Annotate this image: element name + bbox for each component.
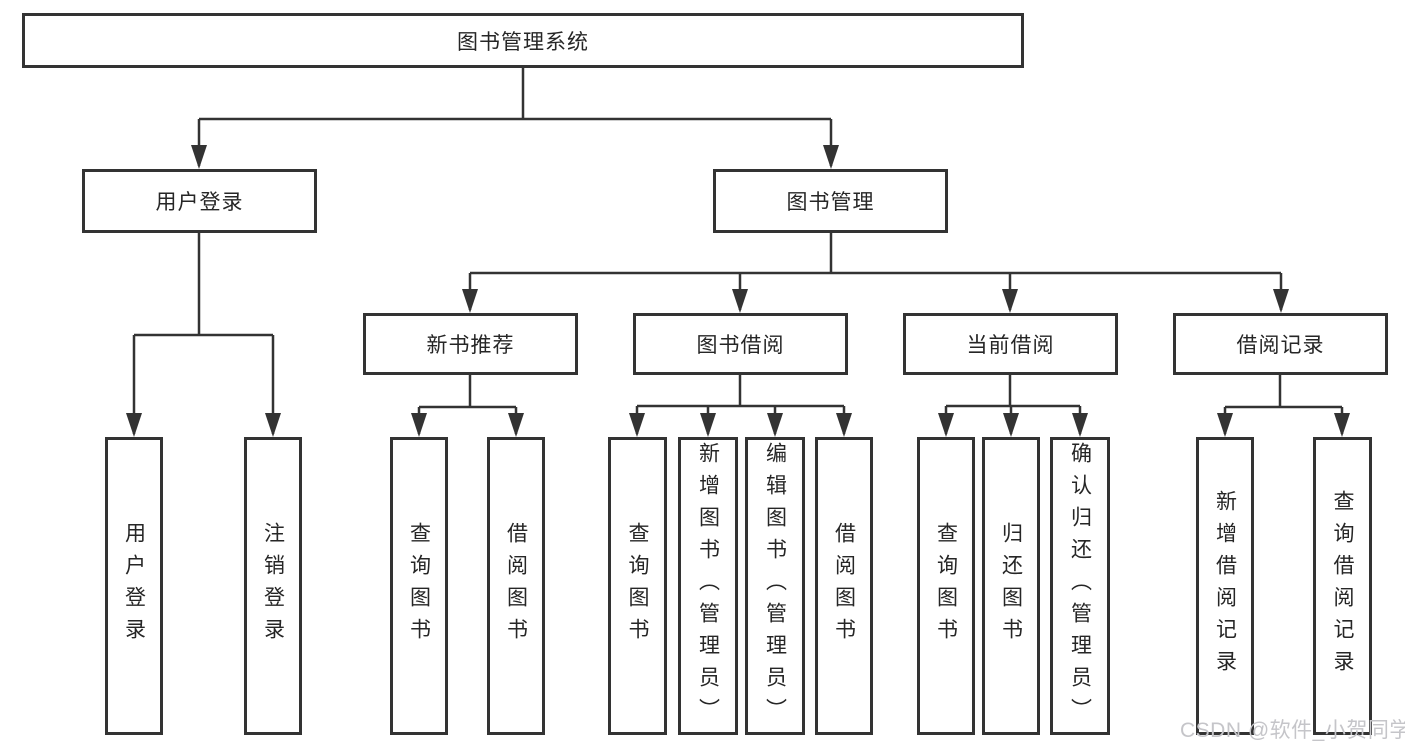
leaf-borrow-books-2: 借阅图书 bbox=[815, 437, 873, 735]
leaf-label: 注销登录 bbox=[261, 522, 285, 650]
leaf-label: 新增借阅记录 bbox=[1213, 490, 1237, 682]
arrowhead-icons bbox=[126, 145, 1350, 437]
leaf-label: 查询图书 bbox=[934, 522, 958, 650]
leaf-query-books-3: 查询图书 bbox=[917, 437, 975, 735]
leaf-query-books-2: 查询图书 bbox=[608, 437, 667, 735]
leaf-user-login: 用户登录 bbox=[105, 437, 163, 735]
node-label: 用户登录 bbox=[155, 191, 244, 214]
node-user-login-branch: 用户登录 bbox=[82, 169, 317, 233]
leaf-query-borrow-record: 查询借阅记录 bbox=[1313, 437, 1372, 735]
leaf-label: 借阅图书 bbox=[832, 522, 856, 650]
leaf-add-book-admin: 新增图书（管理员） bbox=[678, 437, 738, 735]
leaf-label: 确认归还（管理员） bbox=[1068, 442, 1092, 730]
node-book-borrow: 图书借阅 bbox=[633, 313, 848, 375]
leaf-return-book: 归还图书 bbox=[982, 437, 1040, 735]
csdn-watermark: CSDN @软件_小贺同学 bbox=[1180, 719, 1405, 742]
leaf-confirm-return-admin: 确认归还（管理员） bbox=[1050, 437, 1110, 735]
leaf-query-books-1: 查询图书 bbox=[390, 437, 448, 735]
leaf-logout: 注销登录 bbox=[244, 437, 302, 735]
leaf-borrow-books-1: 借阅图书 bbox=[487, 437, 545, 735]
leaf-label: 查询图书 bbox=[407, 522, 431, 650]
node-label: 借阅记录 bbox=[1236, 334, 1325, 357]
leaf-label: 归还图书 bbox=[999, 522, 1023, 650]
leaf-label: 新增图书（管理员） bbox=[696, 442, 720, 730]
node-current-borrow: 当前借阅 bbox=[903, 313, 1118, 375]
node-label: 图书借阅 bbox=[696, 334, 785, 357]
node-system-root: 图书管理系统 bbox=[22, 13, 1024, 68]
tree-connectors bbox=[132, 66, 1344, 434]
leaf-label: 借阅图书 bbox=[504, 522, 528, 650]
node-new-book-recommend: 新书推荐 bbox=[363, 313, 578, 375]
leaf-label: 用户登录 bbox=[122, 522, 146, 650]
node-label: 新书推荐 bbox=[426, 334, 515, 357]
leaf-edit-book-admin: 编辑图书（管理员） bbox=[745, 437, 805, 735]
node-book-management-branch: 图书管理 bbox=[713, 169, 948, 233]
leaf-label: 查询图书 bbox=[626, 522, 649, 650]
node-label: 图书管理 bbox=[786, 191, 875, 214]
node-label: 当前借阅 bbox=[966, 334, 1055, 357]
leaf-label: 编辑图书（管理员） bbox=[763, 442, 787, 730]
leaf-add-borrow-record: 新增借阅记录 bbox=[1196, 437, 1254, 735]
node-borrow-records: 借阅记录 bbox=[1173, 313, 1388, 375]
leaf-label: 查询借阅记录 bbox=[1331, 490, 1354, 682]
node-label: 图书管理系统 bbox=[457, 30, 589, 54]
